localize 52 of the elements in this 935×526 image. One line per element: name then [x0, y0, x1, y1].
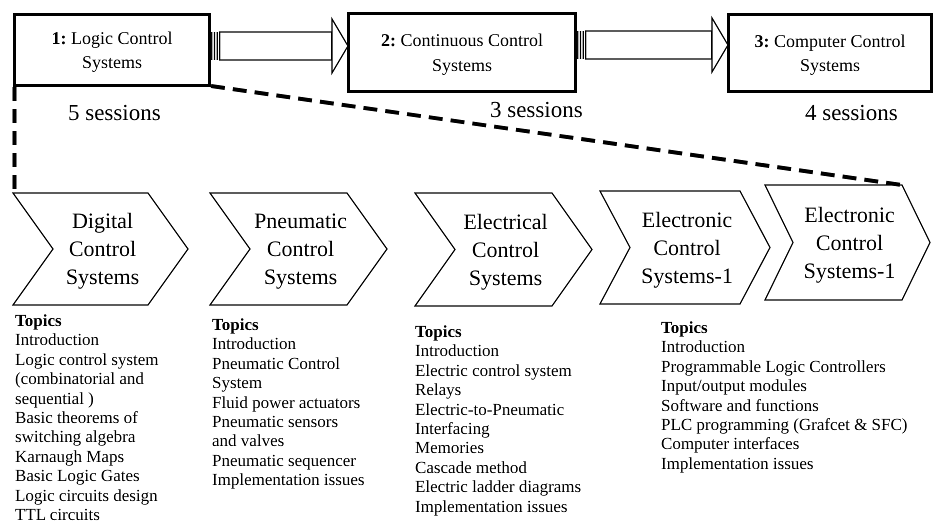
chevron-shape [765, 185, 930, 300]
topic-item: Introduction [15, 330, 100, 350]
topic-item: Electric-to-Pneumatic Interfacing [415, 400, 566, 438]
topic-item: Karnaugh Maps [15, 446, 126, 466]
process-box [13, 13, 211, 87]
list-heading: Topics [661, 318, 709, 338]
process-box [347, 12, 577, 93]
topic-item: Pneumatic sequencer [212, 450, 357, 470]
list-heading: Topics [212, 315, 260, 334]
topic-item: Basic theorems of switching algebra [15, 408, 139, 447]
topic-item: Programmable Logic Controllers [661, 356, 887, 376]
topic-item: Introduction [661, 337, 746, 357]
topic-item: Basic Logic Gates [15, 466, 141, 486]
chevron-label: Digital Control Systems [64, 207, 140, 291]
topic-item: Introduction [415, 341, 500, 361]
session-count: 5 sessions [68, 100, 161, 126]
topic-item: Electric ladder diagrams [415, 477, 582, 497]
chevron-shape [415, 193, 592, 306]
topic-item: Implementation issues [212, 470, 366, 490]
topic-item: Pneumatic sensors and valves [212, 412, 340, 451]
topic-item: Pneumatic Control System [212, 354, 341, 393]
chevron-shape [600, 191, 770, 304]
session-count: 4 sessions [805, 100, 898, 126]
topic-item: Introduction [212, 334, 298, 354]
topic-item: Implementation issues [415, 496, 569, 516]
list-heading: Topics [15, 311, 63, 330]
box-label: 2: Continuous Control Systems [380, 29, 544, 77]
list-heading: Topics [415, 322, 463, 342]
chevron-label: Electrical Control Systems [462, 208, 549, 292]
topic-item: Memories [415, 438, 485, 458]
chevron-label: Electronic Control Systems-1 [802, 200, 896, 284]
topic-item: Logic control system (combinatorial and sequential ) [15, 350, 160, 408]
topic-item: PLC programming (Grafcet & SFC) [661, 415, 908, 434]
chevron-shape [210, 193, 387, 305]
topic-item: Relays [415, 380, 462, 400]
topic-item: TTL circuits [15, 505, 101, 524]
session-count: 3 sessions [490, 97, 583, 123]
chevron-label: Pneumatic Control Systems [253, 207, 348, 291]
topic-item: Fluid power actuators [212, 392, 362, 412]
topic-item: Cascade method [415, 458, 528, 478]
topic-item: Electric control system [415, 360, 573, 380]
process-box [727, 13, 933, 93]
topic-item: Computer interfaces [661, 434, 800, 454]
chevron-shape [13, 193, 188, 305]
box-label: 1: Logic Control Systems [50, 26, 174, 74]
topic-item: Software and functions [661, 396, 820, 416]
topic-item: Input/output modules [661, 376, 808, 396]
connector-line [210, 84, 902, 187]
topic-item: Logic circuits design [15, 486, 159, 506]
topic-item: Implementation issues [661, 454, 815, 474]
box-label: 3: Computer Control Systems [754, 30, 906, 77]
chevron-label: Electronic Control Systems-1 [640, 206, 734, 290]
